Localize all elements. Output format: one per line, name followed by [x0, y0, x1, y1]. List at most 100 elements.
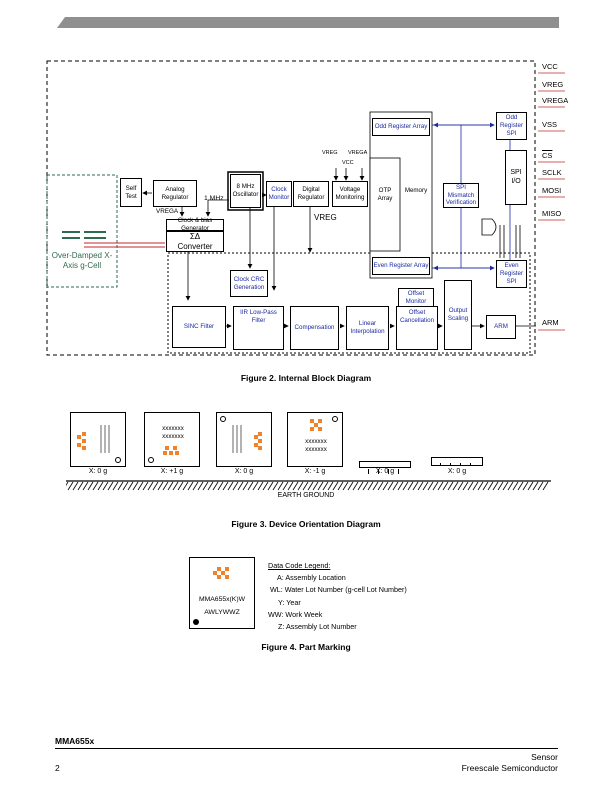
offset-monitor-block: Offset Monitor — [398, 288, 434, 307]
orientation-package-1 — [70, 412, 126, 467]
ground-hatch-line — [467, 481, 474, 491]
pin-mosi: MOSI — [542, 186, 562, 195]
analog-regulator-block: Analog Regulator — [153, 180, 197, 207]
package-3-drawing — [220, 416, 262, 453]
ground-hatch-line — [132, 481, 139, 491]
ground-hatch-line — [282, 481, 289, 491]
orientation-label-6: X: 0 g — [447, 468, 467, 475]
ground-hatch-line — [497, 481, 504, 491]
orientation-package-5 — [359, 461, 411, 474]
legend-line: A: Assembly Location — [277, 573, 346, 583]
oscillator-block: 8 MHz Oscillator — [230, 174, 261, 208]
ground-hatch-line — [477, 481, 484, 491]
digital-regulator-label: Digital Regulator — [297, 186, 325, 201]
ground-hatch-line — [447, 481, 454, 491]
vreg-label: VREG — [314, 213, 337, 222]
ground-hatch-line — [177, 481, 184, 491]
ground-hatch-line — [247, 481, 254, 491]
clock-monitor-label: Clock Monitor — [268, 186, 290, 201]
footer-company: Freescale Semiconductor — [461, 763, 558, 773]
ground-hatch-line — [212, 481, 219, 491]
ground-hatch-line — [372, 481, 379, 491]
ground-hatch-line — [307, 481, 314, 491]
ground-hatch-line — [262, 481, 269, 491]
ground-hatch-line — [422, 481, 429, 491]
legend-line: Y: Year — [278, 597, 301, 607]
ground-hatch-line — [152, 481, 159, 491]
ground-hatch-line — [347, 481, 354, 491]
ground-hatch-line — [102, 481, 109, 491]
memory-label: Memory — [404, 187, 428, 195]
voltage-monitoring-block: Voltage Monitoring — [332, 181, 368, 207]
chip-line2: AWLYWWZ — [204, 609, 240, 616]
ground-hatch-line — [162, 481, 169, 491]
self-test-label: Self Test — [125, 184, 137, 200]
ground-hatch-line — [267, 481, 274, 491]
orientation-package-2: xxxxxxx xxxxxxx — [144, 412, 200, 467]
ground-hatch-line — [527, 481, 534, 491]
ground-hatch-line — [432, 481, 439, 491]
ground-hatch-line — [332, 481, 339, 491]
part-marking-chip: MMA655x(K)W AWLYWWZ — [189, 557, 255, 629]
ground-hatch-line — [322, 481, 329, 491]
legend-line: Z: Assembly Lot Number — [278, 622, 357, 632]
ground-hatch-line — [182, 481, 189, 491]
ground-hatch-line — [482, 481, 489, 491]
oscillator-label: 8 MHz Oscillator — [232, 183, 259, 198]
ground-hatch-line — [367, 481, 374, 491]
orientation-label-2: X: +1 g — [160, 468, 184, 475]
ground-hatch-line — [442, 481, 449, 491]
ground-hatch-line — [217, 481, 224, 491]
linear-interpolation-label: Linear Interpolation — [350, 320, 385, 335]
footer-page-number: 2 — [55, 763, 60, 773]
vrega-label: VREGA — [156, 208, 179, 215]
clock-crc-block: Clock CRC Generation — [230, 270, 268, 297]
ground-hatch-line — [227, 481, 234, 491]
ground-hatch-line — [507, 481, 514, 491]
footer-part-number: MMA655x — [55, 736, 95, 746]
legend-line: WL: Water Lot Number (g-cell Lot Number) — [270, 585, 407, 595]
chip-logo — [193, 567, 229, 625]
spi-io-block: SPI I/O — [505, 150, 527, 205]
ground-hatch-line — [167, 481, 174, 491]
ground-hatch-line — [417, 481, 424, 491]
clock-crc-label: Clock CRC Generation — [233, 275, 265, 291]
ground-hatch-line — [472, 481, 479, 491]
otp-array-block: OTP Array — [372, 180, 398, 210]
ground-hatch-line — [352, 481, 359, 491]
clock-monitor-block: Clock Monitor — [266, 181, 292, 207]
ground-hatch-line — [522, 481, 529, 491]
offset-cancellation-block: Offset Cancellation — [396, 306, 438, 350]
ground-hatch-line — [222, 481, 229, 491]
digital-regulator-block: Digital Regulator — [293, 181, 329, 207]
ground-hatch-line — [402, 481, 409, 491]
ground-hatch-line — [287, 481, 294, 491]
package-1-drawing — [77, 425, 121, 463]
header-bar — [57, 17, 559, 28]
odd-register-array-label: Odd Register Array — [374, 123, 428, 131]
ground-hatch-line — [202, 481, 209, 491]
ground-hatch-line — [277, 481, 284, 491]
voltage-monitoring-label: Voltage Monitoring — [335, 186, 365, 201]
odd-register-array-block: Odd Register Array — [372, 118, 430, 136]
ground-hatch-line — [487, 481, 494, 491]
output-scaling-block: Output Scaling — [444, 280, 472, 350]
earth-ground-label: EARTH GROUND — [277, 492, 335, 499]
pin-arm: ARM — [542, 318, 559, 327]
package-2-logo — [148, 446, 179, 463]
ground-hatch-line — [387, 481, 394, 491]
ground-hatch-line — [187, 481, 194, 491]
ground-hatch-line — [532, 481, 539, 491]
package-6-pins — [440, 463, 471, 466]
converter-block: ΣΔ Converter — [166, 231, 224, 252]
ground-hatch-line — [312, 481, 319, 491]
orientation-label-5: X: 0 g — [375, 468, 395, 475]
ground-hatch-line — [492, 481, 499, 491]
ground-hatch-line — [457, 481, 464, 491]
ground-hatch-line — [127, 481, 134, 491]
package-4-logo — [310, 416, 338, 431]
figure2-caption: Figure 2. Internal Block Diagram — [240, 373, 372, 383]
ground-hatch-line — [122, 481, 129, 491]
ground-hatch-line — [342, 481, 349, 491]
even-register-array-block: Even Register Array — [372, 257, 430, 275]
